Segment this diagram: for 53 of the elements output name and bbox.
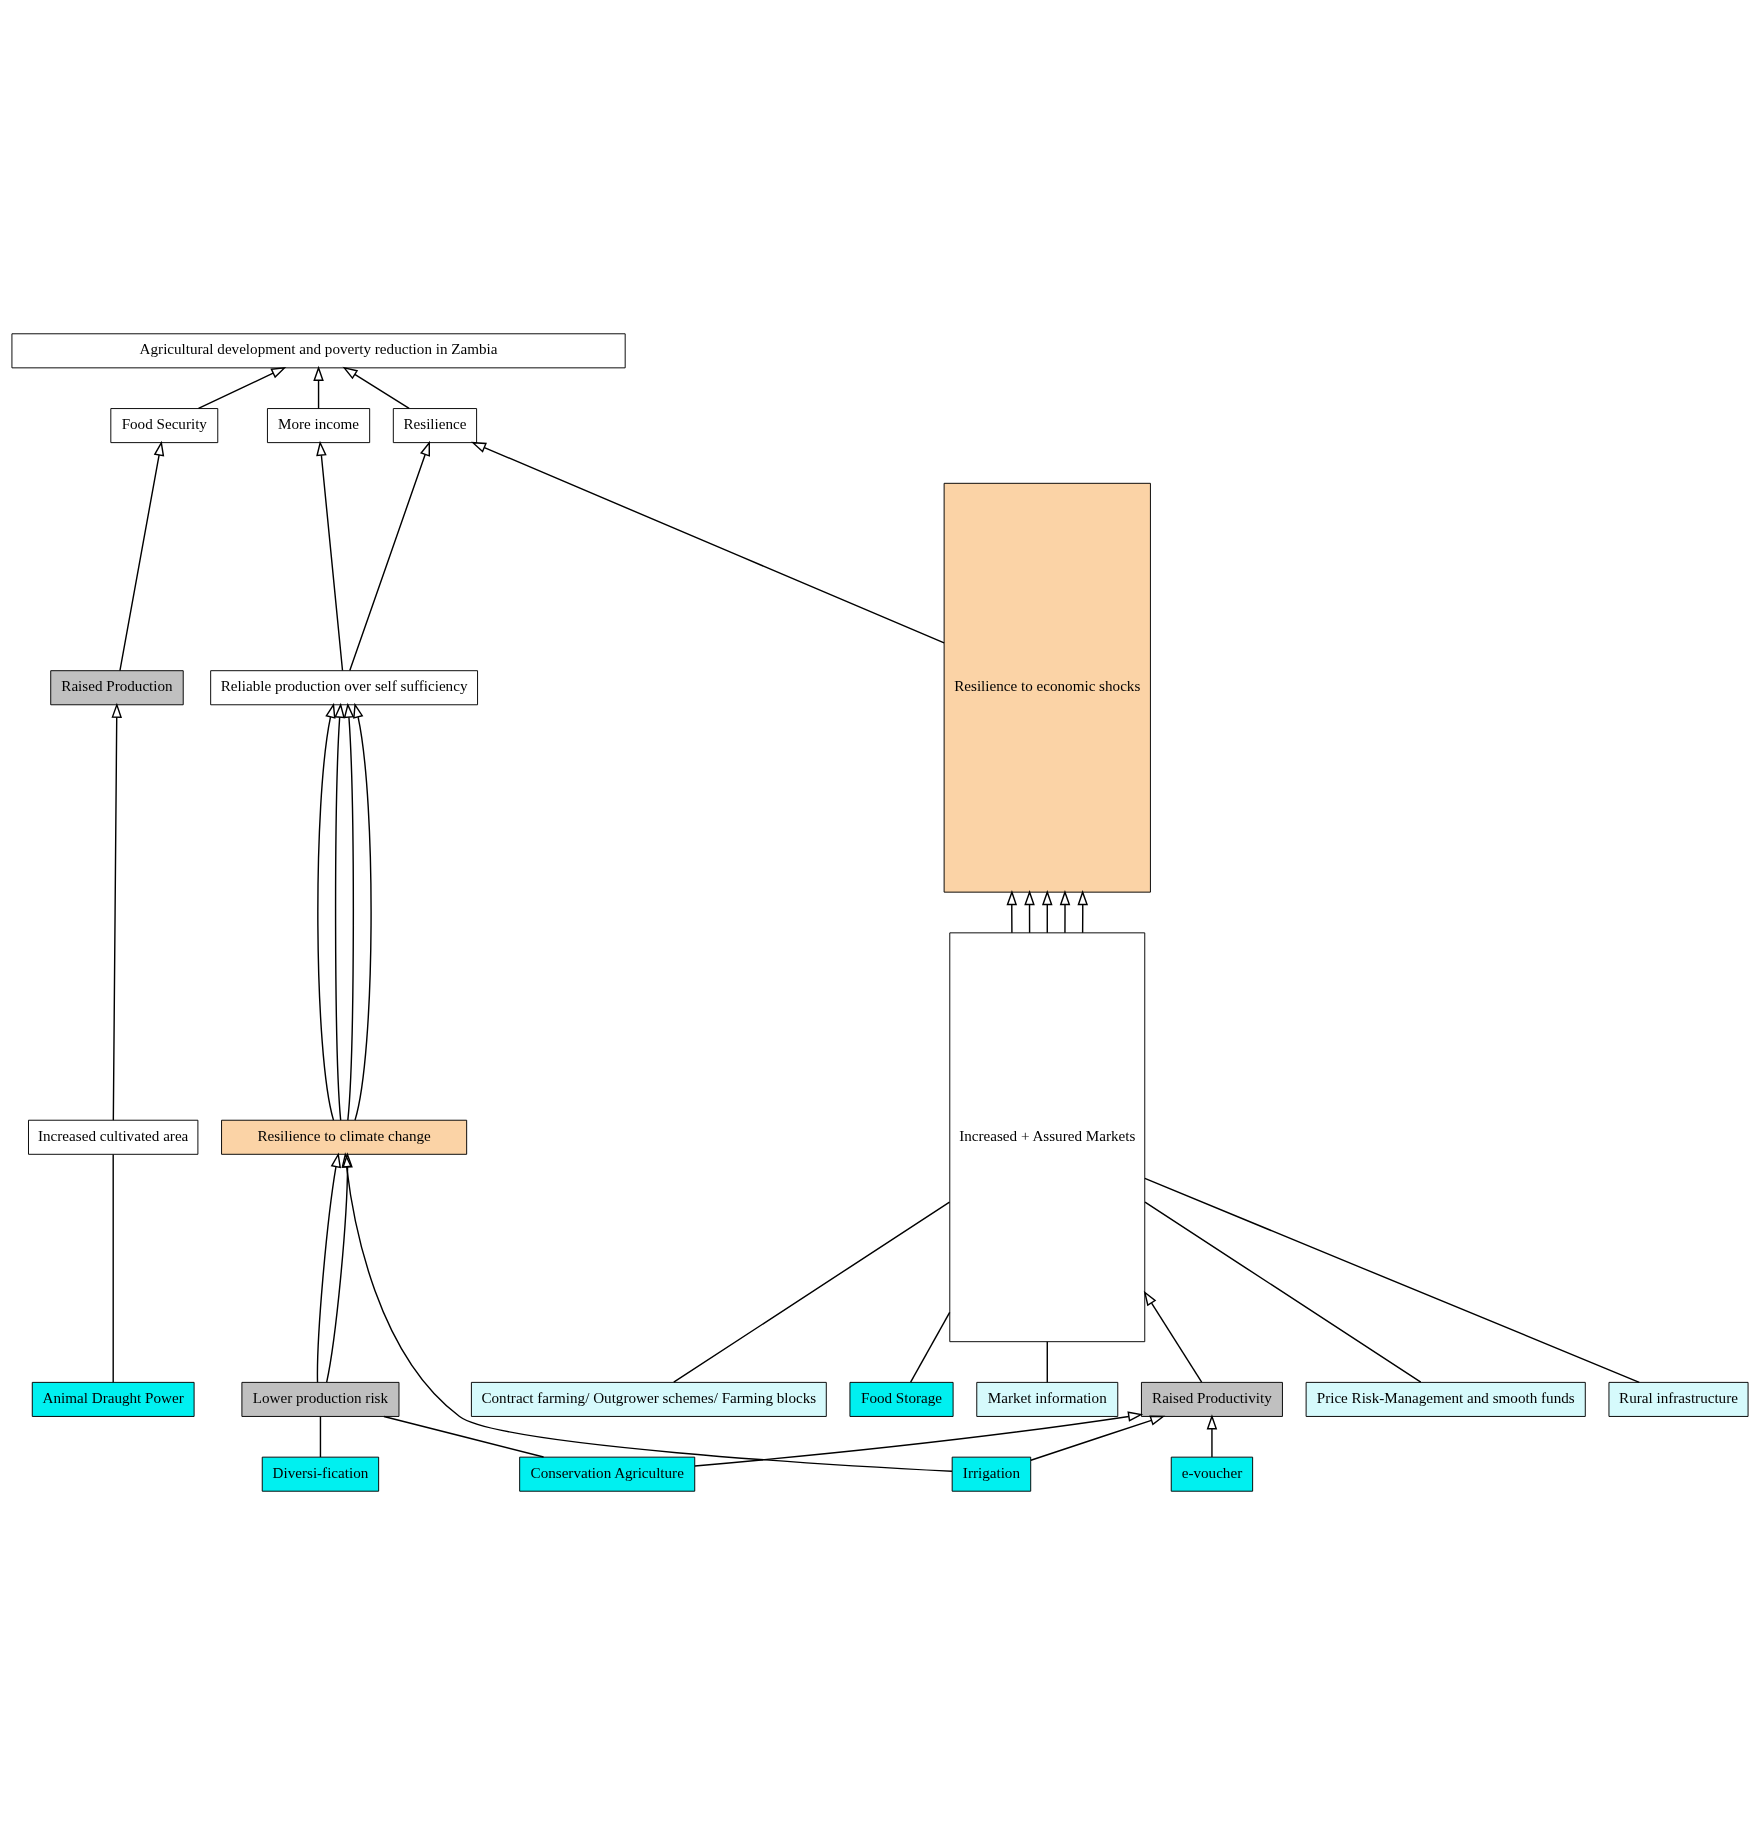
arrow	[119, 440, 165, 671]
node-box: More income	[266, 407, 371, 443]
node-box: Resilience to climate change	[221, 1119, 468, 1155]
connector	[1144, 1200, 1422, 1383]
connector	[673, 1200, 951, 1383]
node-box: Increased cultivated area	[28, 1119, 199, 1155]
arrow	[197, 366, 287, 409]
node-box: Raised Productivity	[1140, 1381, 1283, 1417]
connector	[1144, 1177, 1640, 1383]
arrow	[1077, 889, 1089, 933]
arrow	[326, 1151, 353, 1383]
arrow	[1006, 889, 1018, 933]
connector	[319, 1415, 322, 1458]
arrow	[111, 702, 123, 1121]
arrow	[470, 441, 945, 644]
connector	[1046, 1340, 1048, 1383]
node-box: Market information	[976, 1381, 1119, 1417]
node-box: Resilience	[392, 407, 478, 443]
node-box: Animal Draught Power	[31, 1381, 195, 1417]
arrow	[1206, 1413, 1218, 1458]
arrow	[317, 702, 336, 1121]
node-box: Rural infrastructure	[1608, 1381, 1749, 1417]
node-box: e-voucher	[1170, 1456, 1254, 1492]
arrow	[1143, 1290, 1203, 1383]
node-box: Irrigation	[951, 1456, 1032, 1492]
arrow	[694, 1410, 1144, 1467]
connector	[383, 1415, 545, 1458]
arrow	[343, 702, 355, 1121]
arrow	[1059, 889, 1071, 933]
arrow	[342, 366, 410, 409]
arrow	[316, 1151, 342, 1383]
arrow	[1041, 889, 1053, 933]
node-box: Contract farming/ Outgrower schemes/ Farming blocks	[470, 1381, 827, 1417]
node-box: Food Security	[110, 407, 219, 443]
node-box: Agricultural development and poverty reduction in Zambia	[11, 332, 626, 368]
node-box: Conservation Agriculture	[519, 1456, 696, 1492]
arrow	[349, 440, 430, 671]
connector	[909, 1311, 951, 1383]
arrow	[1030, 1415, 1166, 1461]
node-box: Food Storage	[849, 1381, 954, 1417]
arrow	[334, 702, 345, 1121]
arrow	[316, 440, 344, 671]
node-box: Resilience to economic shocks	[943, 482, 1151, 893]
node-box: Price Risk-Management and smooth funds	[1305, 1381, 1586, 1417]
node-box: Raised Production	[50, 669, 184, 705]
arrow	[1024, 889, 1035, 933]
node-box: Increased + Assured Markets	[949, 931, 1146, 1342]
node-box: Lower production risk	[241, 1381, 400, 1417]
node-box: Reliable production over self sufficiency	[210, 669, 479, 705]
node-box: Diversi-fication	[261, 1456, 380, 1492]
arrow	[353, 702, 372, 1121]
connector	[112, 1153, 114, 1383]
arrow	[313, 365, 324, 409]
